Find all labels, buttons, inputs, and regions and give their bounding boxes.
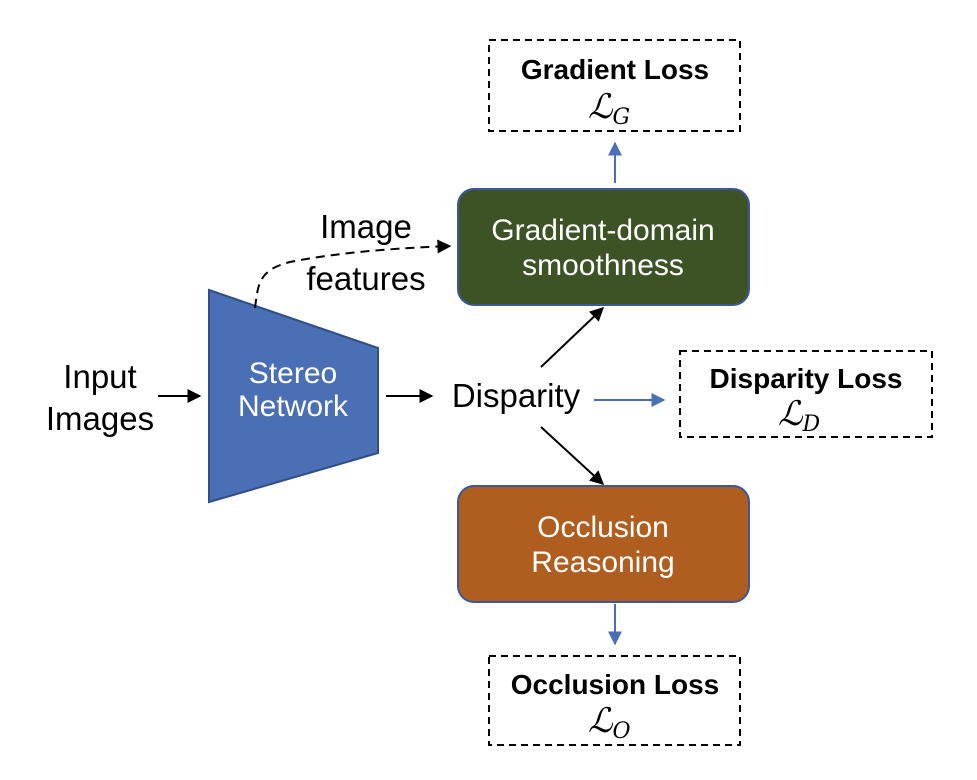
disparity-loss-box xyxy=(679,350,933,438)
gradient-smoothness-label-line1: Gradient-domain xyxy=(491,214,714,247)
disparity-loss-symbol: ℒD xyxy=(778,394,821,437)
stereo-network-label-line1: Stereo xyxy=(249,357,337,390)
gradient-loss-symbol: ℒG xyxy=(588,87,630,130)
image-features-label-line1: Image xyxy=(320,208,412,245)
input-images-label-line2: Images xyxy=(46,400,154,437)
disparity-loss-title: Disparity Loss xyxy=(710,363,903,394)
occlusion-loss-title: Occlusion Loss xyxy=(511,669,720,700)
gradient-loss-title: Gradient Loss xyxy=(521,54,709,85)
occlusion-loss-box xyxy=(488,655,741,746)
gradient-smoothness-box xyxy=(457,188,750,306)
gradient-loss-box xyxy=(488,39,741,132)
occlusion-reasoning-label-line1: Occlusion xyxy=(537,511,669,544)
image-features-label-line2: features xyxy=(306,260,425,297)
occlusion-reasoning-box xyxy=(457,485,750,603)
image-features-arrow xyxy=(254,239,452,309)
gradient-smoothness-label-line2: smoothness xyxy=(522,249,684,282)
disparity-to-gradient-arrow xyxy=(540,307,605,368)
stereo-network-shape xyxy=(208,288,379,504)
occlusion-loss-symbol: ℒO xyxy=(588,701,631,744)
occlusion-reasoning-label-line2: Reasoning xyxy=(531,546,674,579)
stereo-network-label-line2: Network xyxy=(238,390,349,423)
disparity-label: Disparity xyxy=(452,377,581,414)
input-images-label-line1: Input xyxy=(63,358,136,395)
disparity-to-occlusion-arrow xyxy=(540,426,605,485)
